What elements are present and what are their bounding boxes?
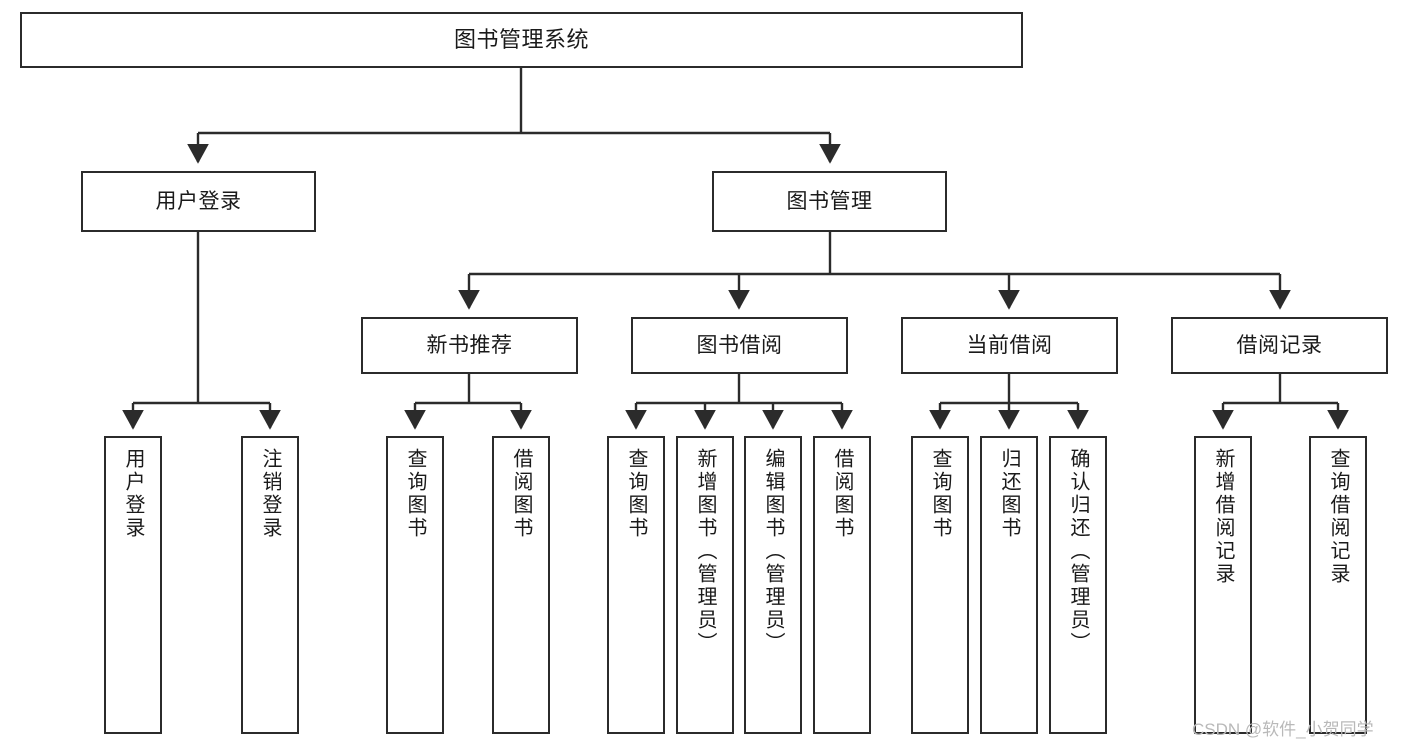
leaf-logout[interactable]: 注销登录 — [241, 436, 299, 734]
leaf-query-borrow-record[interactable]: 查询借阅记录 — [1309, 436, 1367, 734]
leaf-user-login[interactable]: 用户登录 — [104, 436, 162, 734]
node-label: 借阅图书 — [831, 448, 853, 540]
leaf-return-book[interactable]: 归还图书 — [980, 436, 1038, 734]
node-label: 查询图书 — [625, 448, 647, 540]
leaf-borrow-book[interactable]: 借阅图书 — [813, 436, 871, 734]
node-current-borrow[interactable]: 当前借阅 — [901, 317, 1118, 374]
node-label: 归还图书 — [998, 448, 1020, 540]
node-user-login[interactable]: 用户登录 — [81, 171, 316, 232]
node-label: 注销登录 — [259, 448, 281, 540]
node-borrow-records[interactable]: 借阅记录 — [1171, 317, 1388, 374]
edge-login-to-leaves — [122, 232, 281, 430]
node-label: 图书管理系统 — [453, 26, 589, 52]
node-label: 借阅图书 — [510, 448, 532, 540]
edge-newbook-to-leaves — [404, 374, 532, 430]
leaf-borrow-book-newbook[interactable]: 借阅图书 — [492, 436, 550, 734]
edge-root-to-level2 — [187, 68, 841, 164]
edge-borrow-to-leaves — [625, 374, 853, 430]
node-new-book-recommend[interactable]: 新书推荐 — [361, 317, 578, 374]
leaf-edit-book-admin[interactable]: 编辑图书（管理员） — [744, 436, 802, 734]
node-label: 查询借阅记录 — [1327, 448, 1349, 586]
node-label: 用户登录 — [155, 189, 242, 213]
edge-records-to-leaves — [1212, 374, 1349, 430]
leaf-query-book-borrow[interactable]: 查询图书 — [607, 436, 665, 734]
node-label: 新增借阅记录 — [1212, 448, 1234, 586]
node-label: 当前借阅 — [966, 333, 1053, 357]
node-label: 新书推荐 — [426, 333, 513, 357]
leaf-query-book-current[interactable]: 查询图书 — [911, 436, 969, 734]
leaf-add-book-admin[interactable]: 新增图书（管理员） — [676, 436, 734, 734]
node-label: 借阅记录 — [1236, 333, 1323, 357]
node-label: 查询图书 — [929, 448, 951, 540]
node-label: 用户登录 — [122, 448, 144, 540]
edge-current-to-leaves — [929, 374, 1089, 430]
node-label: 确认归还（管理员） — [1067, 448, 1089, 655]
leaf-query-book-newbook[interactable]: 查询图书 — [386, 436, 444, 734]
node-label: 图书借阅 — [696, 333, 783, 357]
node-label: 编辑图书（管理员） — [762, 448, 784, 655]
csdn-watermark: CSDN @软件_小贺同学 — [1192, 720, 1374, 739]
node-book-borrow[interactable]: 图书借阅 — [631, 317, 848, 374]
edge-bookmgmt-to-level3 — [458, 232, 1291, 310]
node-book-management[interactable]: 图书管理 — [712, 171, 947, 232]
leaf-confirm-return-admin[interactable]: 确认归还（管理员） — [1049, 436, 1107, 734]
node-label: 查询图书 — [404, 448, 426, 540]
leaf-add-borrow-record[interactable]: 新增借阅记录 — [1194, 436, 1252, 734]
node-root-system[interactable]: 图书管理系统 — [20, 12, 1023, 68]
node-label: 图书管理 — [786, 189, 873, 213]
node-label: 新增图书（管理员） — [694, 448, 716, 655]
